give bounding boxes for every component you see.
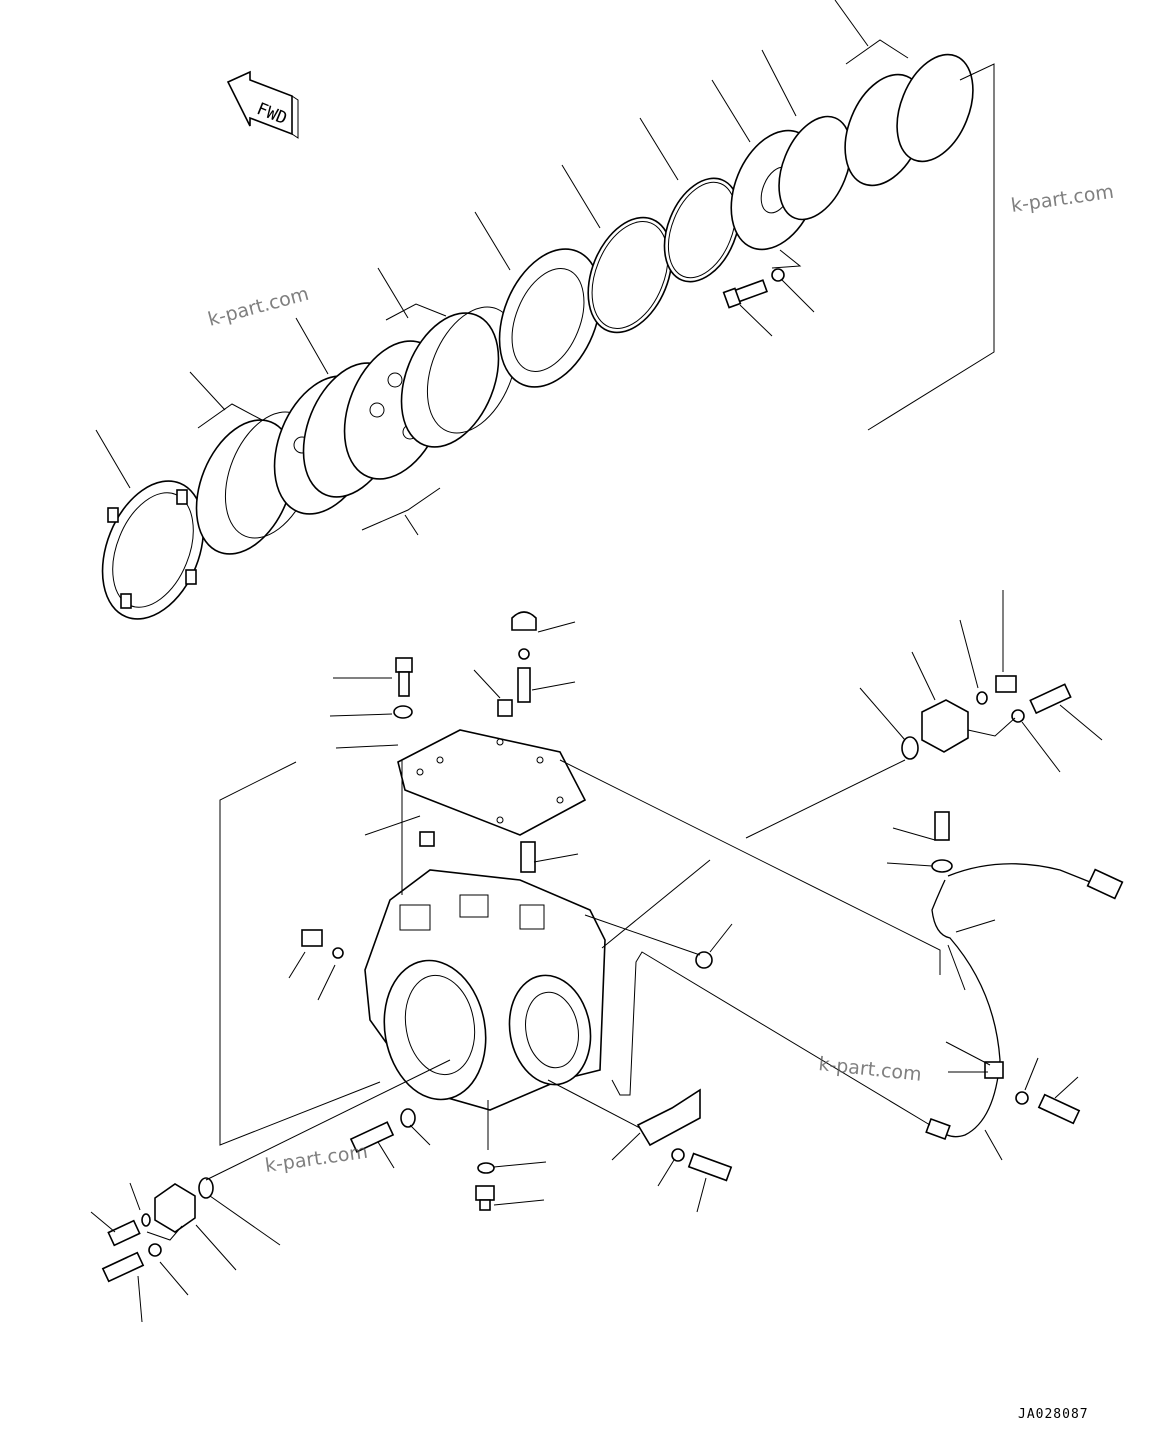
watermark-4: k-part.com <box>264 1141 370 1177</box>
plug-icon-3 <box>301 929 344 959</box>
seal-ring-2 <box>663 177 741 283</box>
sensor-block <box>901 675 1072 760</box>
bracket <box>636 1088 733 1182</box>
transmission-case <box>364 869 606 1111</box>
plate-b <box>896 53 974 163</box>
pressure-plate <box>498 248 602 388</box>
leader-lines-upper <box>95 0 995 536</box>
bolt-icon <box>722 279 768 309</box>
clutch-pack-group <box>101 53 974 620</box>
plug-icon-2 <box>419 831 435 847</box>
cover-plate <box>397 729 587 836</box>
drawing-code: JA028087 <box>1018 1407 1089 1422</box>
o-ring <box>778 115 852 221</box>
washer-icon <box>771 268 785 282</box>
watermark-3: k-part.com <box>817 1053 922 1086</box>
nut-icon <box>695 951 713 969</box>
plug-icon <box>497 699 513 717</box>
ring-gear <box>101 480 205 620</box>
seal-ring-1 <box>587 216 673 334</box>
dowel-pin-icon <box>520 841 536 873</box>
watermark-1: k-part.com <box>206 283 312 331</box>
wire-harness <box>925 811 1124 1141</box>
bolt-icon-lower <box>395 657 413 697</box>
leader-lines-lower <box>90 590 1103 1323</box>
watermark-2: k-part.com <box>1010 181 1116 217</box>
lower-fasteners <box>101 1108 495 1283</box>
breather-icon <box>511 611 537 703</box>
fwd-arrow-icon: FWD <box>226 70 299 139</box>
washer-icon-lower <box>393 705 413 719</box>
